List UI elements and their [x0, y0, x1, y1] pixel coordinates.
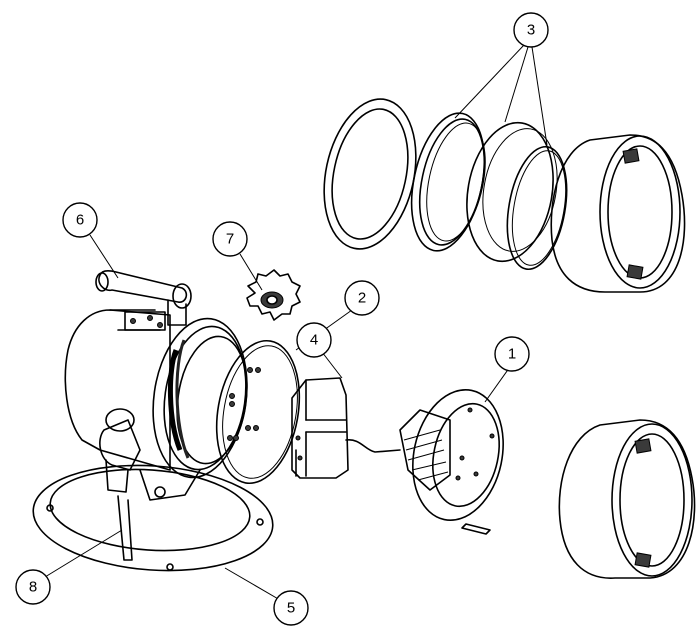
callout-7: 7 — [212, 221, 248, 257]
part-3-flat-ring — [323, 98, 417, 250]
callout-2: 2 — [344, 280, 380, 316]
callout-6: 6 — [62, 202, 98, 238]
callout-8: 8 — [15, 569, 51, 605]
svg-text:1: 1 — [508, 346, 516, 363]
callout-4: 4 — [296, 322, 332, 358]
svg-text:4: 4 — [310, 332, 318, 349]
part-5-mounting-plate — [32, 464, 274, 572]
bezel-housing-bottom — [558, 419, 696, 579]
svg-text:6: 6 — [76, 212, 84, 229]
svg-text:7: 7 — [226, 231, 234, 248]
bezel-housing-top — [550, 134, 686, 293]
part-1-led-module — [399, 388, 504, 535]
svg-text:5: 5 — [287, 600, 295, 617]
callout-5: 5 — [273, 590, 309, 626]
part-2-gasket — [215, 339, 301, 485]
svg-text:8: 8 — [29, 579, 37, 596]
part-3-o-ring — [506, 145, 568, 271]
callout-1: 1 — [494, 336, 530, 372]
svg-text:3: 3 — [527, 22, 535, 39]
part-6-handle — [95, 269, 192, 326]
part-3-glass-lens — [466, 121, 558, 263]
part-4-driver — [291, 377, 401, 479]
part-7-knob — [246, 269, 301, 321]
callout-3: 3 — [513, 12, 549, 48]
svg-text:2: 2 — [358, 290, 366, 307]
main-housing — [64, 309, 248, 501]
part-3-gasket-ring — [410, 112, 486, 252]
